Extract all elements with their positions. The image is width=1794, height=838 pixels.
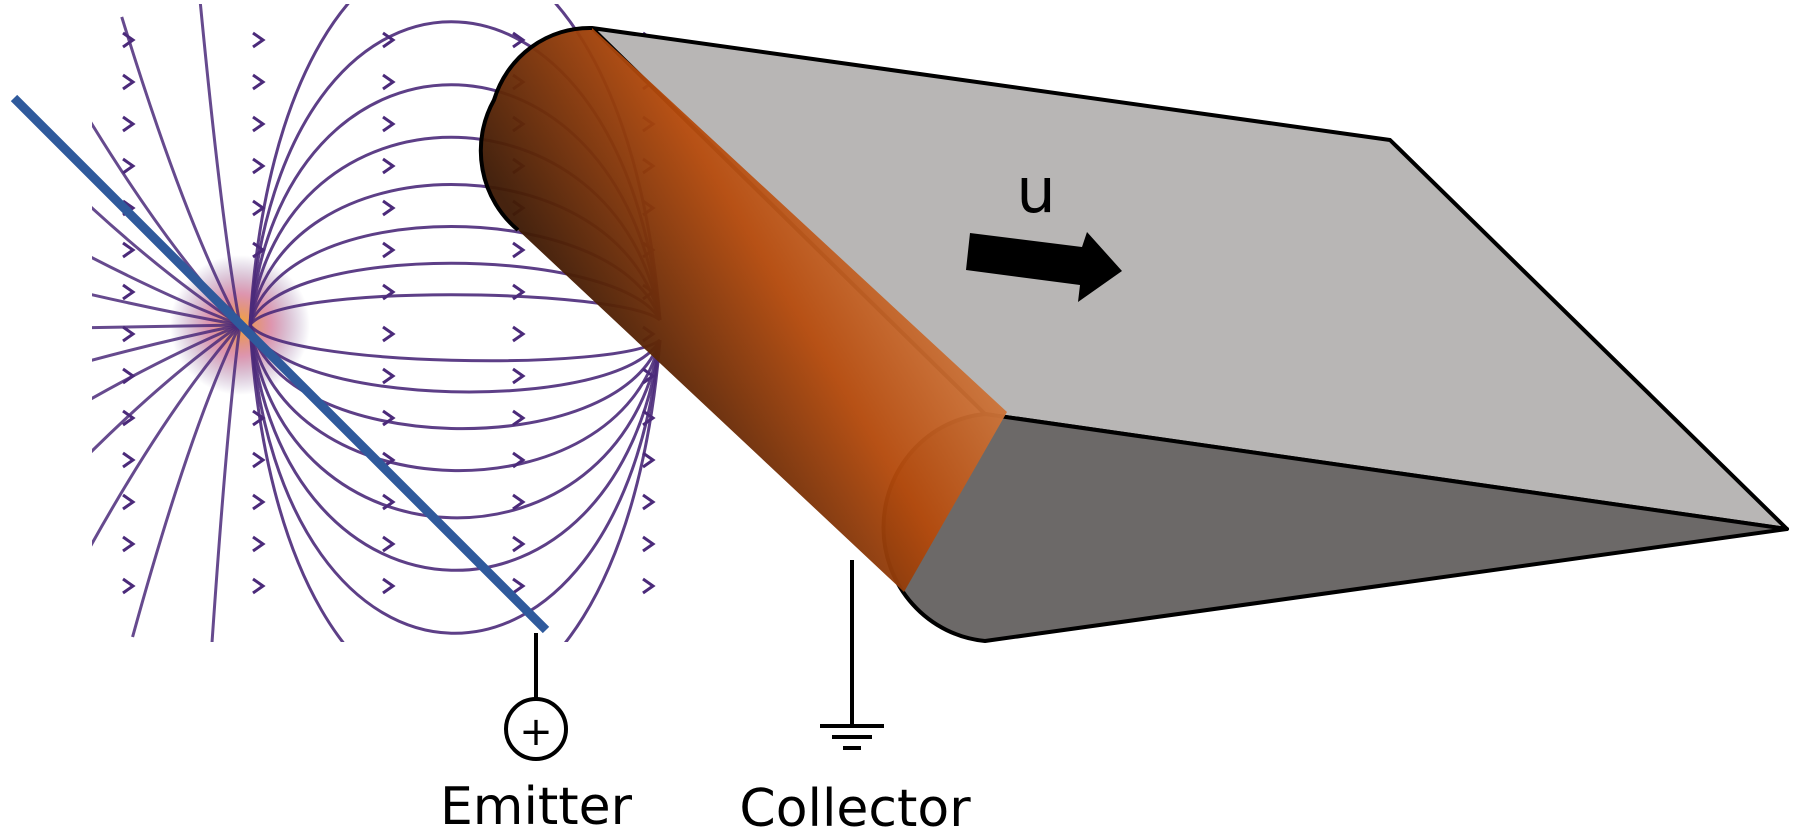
field-direction-chevron	[252, 451, 266, 469]
field-direction-chevron	[512, 367, 526, 385]
field-direction-chevron	[512, 577, 526, 595]
field-streamline	[120, 16, 242, 326]
collector-cylinder-outline	[478, 25, 593, 232]
field-streamline	[248, 324, 662, 572]
field-direction-chevron	[122, 577, 136, 595]
field-streamline	[92, 323, 241, 401]
ground-symbol-icon	[820, 724, 884, 750]
field-direction-chevron	[382, 157, 396, 175]
field-streamline	[92, 323, 241, 329]
field-direction-chevron	[512, 493, 526, 511]
field-direction-chevron	[382, 535, 396, 553]
field-direction-chevron	[642, 577, 656, 595]
field-direction-chevron	[382, 283, 396, 301]
field-direction-chevron	[122, 493, 136, 511]
field-direction-chevron	[252, 577, 266, 595]
field-direction-chevron	[122, 451, 136, 469]
field-direction-chevron	[512, 325, 526, 343]
emitter-connection: +	[504, 633, 568, 761]
field-direction-chevron	[382, 115, 396, 133]
field-direction-chevron	[382, 493, 396, 511]
positive-source-icon: +	[504, 697, 568, 761]
field-streamline	[92, 324, 242, 547]
field-streamline	[131, 324, 242, 638]
collector-electrode	[478, 25, 1008, 592]
field-streamline	[92, 205, 241, 327]
field-streamline	[248, 324, 662, 394]
collector-connection	[820, 560, 884, 750]
field-direction-chevron	[382, 577, 396, 595]
field-direction-chevron	[512, 241, 526, 259]
field-direction-chevron	[512, 451, 526, 469]
field-direction-chevron	[122, 115, 136, 133]
field-direction-chevron	[252, 73, 266, 91]
field-streamline	[248, 324, 662, 520]
field-direction-chevron	[382, 409, 396, 427]
field-direction-chevron	[122, 241, 136, 259]
field-direction-chevron	[252, 157, 266, 175]
field-direction-chevron	[512, 535, 526, 553]
field-direction-chevron	[512, 409, 526, 427]
field-direction-chevron	[382, 31, 396, 49]
field-direction-chevron	[512, 283, 526, 301]
field-direction-chevron	[382, 241, 396, 259]
field-direction-chevron	[642, 451, 656, 469]
right-arrow-icon	[966, 232, 1122, 302]
field-streamline	[92, 293, 241, 327]
field-streamline	[248, 324, 661, 363]
flow-velocity-indicator: u	[966, 154, 1122, 302]
emitter-wire	[10, 94, 550, 634]
field-direction-chevron	[382, 325, 396, 343]
field-direction-chevron	[382, 73, 396, 91]
field-direction-chevron	[252, 493, 266, 511]
field-direction-chevron	[642, 409, 656, 427]
collector-label: Collector	[739, 779, 971, 838]
field-streamline	[198, 4, 242, 326]
field-streamline	[92, 323, 241, 454]
field-direction-chevron	[642, 493, 656, 511]
field-direction-chevron	[512, 31, 526, 49]
field-direction-chevron	[642, 367, 656, 385]
field-direction-chevron	[122, 325, 136, 343]
field-direction-chevron	[122, 157, 136, 175]
field-streamline	[248, 324, 662, 431]
field-direction-chevron	[252, 409, 266, 427]
field-direction-chevron	[122, 283, 136, 301]
field-streamline	[92, 255, 241, 327]
field-direction-chevron	[122, 31, 136, 49]
field-direction-chevron	[642, 535, 656, 553]
field-direction-chevron	[122, 73, 136, 91]
field-streamline	[92, 323, 241, 362]
field-direction-chevron	[122, 367, 136, 385]
field-streamline	[210, 324, 242, 642]
field-direction-chevron	[252, 199, 266, 217]
field-direction-chevron	[382, 367, 396, 385]
positive-sign: +	[519, 709, 553, 755]
field-streamline	[248, 324, 662, 635]
field-direction-chevron	[252, 535, 266, 553]
field-direction-chevron	[122, 409, 136, 427]
collector-cylinder-body	[480, 27, 1008, 592]
field-direction-chevron	[122, 535, 136, 553]
velocity-label: u	[1016, 154, 1055, 227]
field-direction-chevron	[252, 241, 266, 259]
emitter-label: Emitter	[440, 777, 633, 837]
field-direction-chevron	[382, 199, 396, 217]
field-direction-chevron	[252, 31, 266, 49]
field-streamline	[248, 324, 662, 473]
field-streamline	[248, 324, 662, 642]
field-direction-chevron	[252, 115, 266, 133]
